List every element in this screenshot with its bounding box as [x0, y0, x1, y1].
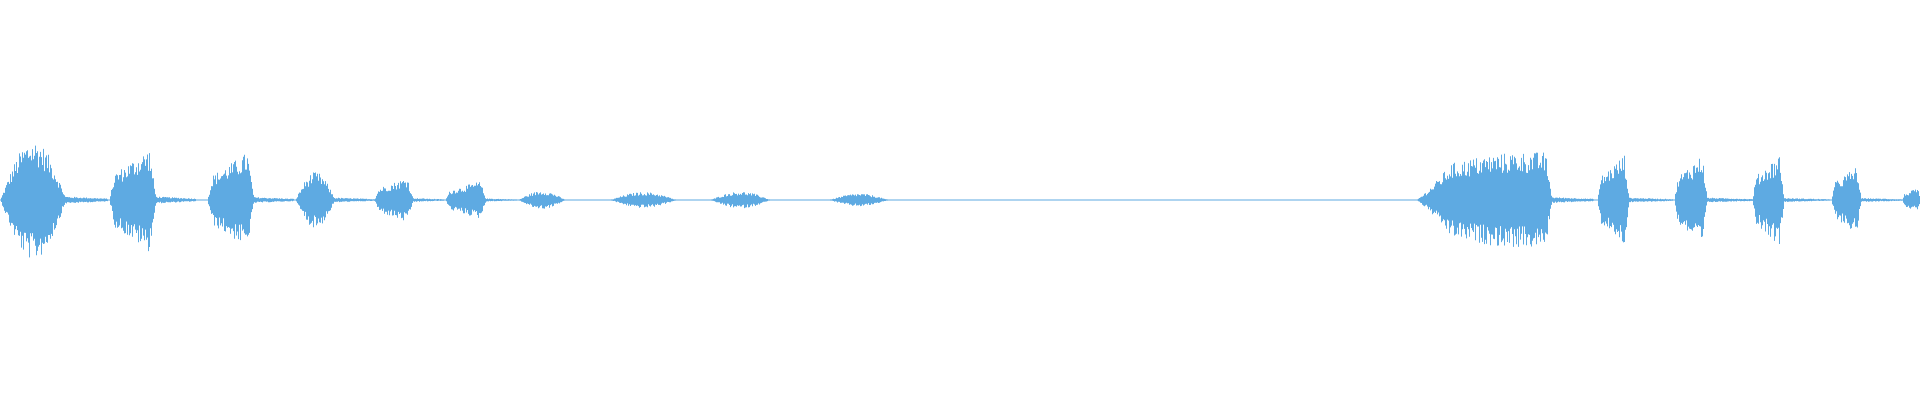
waveform-canvas [0, 145, 1920, 258]
